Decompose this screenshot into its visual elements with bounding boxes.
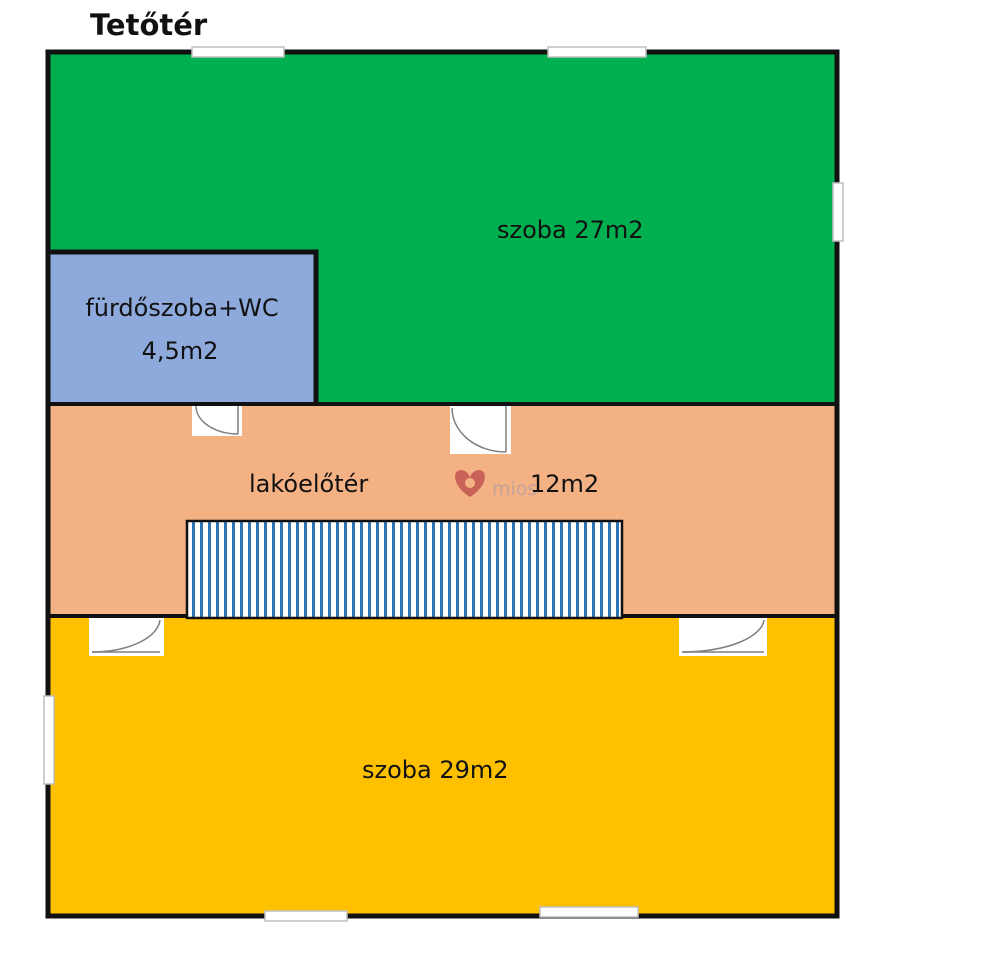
staircase: [185, 519, 624, 620]
window-left: [43, 695, 55, 785]
bathroom-wall: [48, 249, 319, 404]
watermark-text: mios: [492, 478, 537, 500]
windows: [43, 46, 844, 922]
window-bottom-left: [264, 910, 348, 922]
room-bathroom-fill: [50, 252, 316, 404]
bathroom-label-area: 4,5m2: [142, 337, 219, 365]
hall-label-name: lakóelőtér: [249, 470, 368, 498]
window-top-left: [191, 46, 285, 58]
floor-title: Tetőtér: [90, 8, 208, 42]
door-bottom-left: [89, 618, 164, 656]
window-bottom-right: [539, 906, 639, 918]
door-bathroom: [192, 405, 242, 436]
bathroom-label-name: fürdőszoba+WC: [85, 294, 278, 322]
window-top-right: [547, 46, 647, 58]
door-bottom-right: [679, 618, 767, 656]
door-top-room: [450, 406, 511, 454]
heart-logo-icon: [455, 470, 485, 497]
window-right: [832, 182, 844, 242]
hall-label-area: 12m2: [530, 470, 599, 498]
room-top-label: szoba 27m2: [497, 216, 644, 244]
watermark: mios: [455, 470, 537, 500]
outer-wall: [45, 49, 840, 919]
room-bottom-fill: [48, 616, 837, 916]
room-bottom-label: szoba 29m2: [362, 756, 509, 784]
